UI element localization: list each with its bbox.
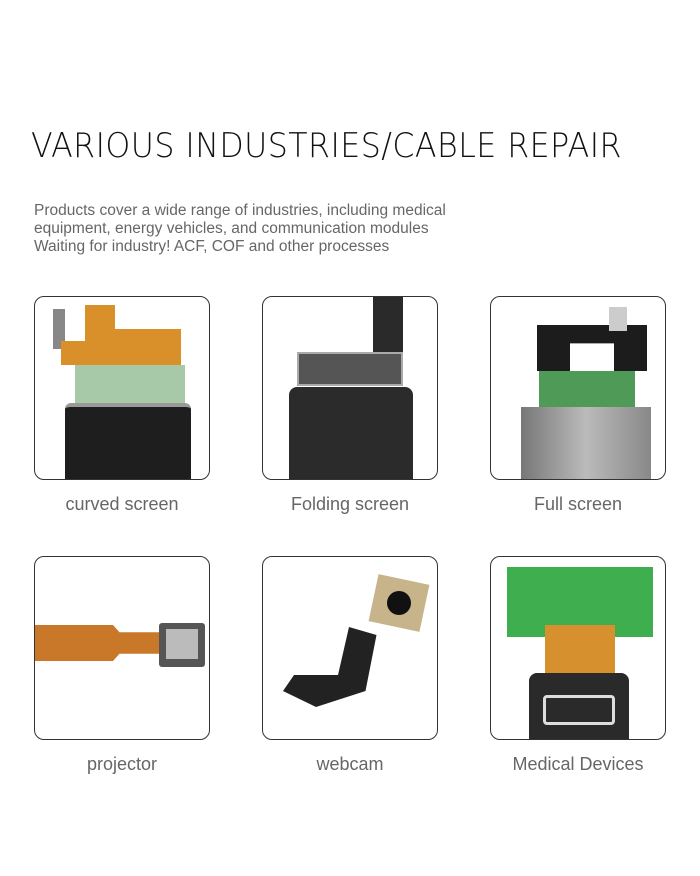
- full-screen-label: Full screen: [533, 494, 623, 514]
- full-screen-image: [490, 296, 666, 480]
- medical-devices-label: Medical Devices: [512, 754, 644, 774]
- description-line: equipment, energy vehicles, and communic…: [34, 220, 429, 237]
- description: Products cover a wide range of industrie…: [34, 202, 446, 256]
- description-line: Waiting for industry! ACF, COF and other…: [34, 238, 390, 255]
- medical-devices-image: [490, 556, 666, 740]
- projector-image: [34, 556, 210, 740]
- curved-screen-image: [34, 296, 210, 480]
- webcam-image: [262, 556, 438, 740]
- folding-screen-label: Folding screen: [290, 494, 410, 514]
- projector-label: projector: [86, 754, 158, 774]
- webcam-label: webcam: [316, 754, 384, 774]
- curved-screen-label: curved screen: [65, 494, 179, 514]
- page-title: VARIOUS INDUSTRIES/CABLE REPAIR: [31, 126, 622, 166]
- description-line: Products cover a wide range of industrie…: [34, 202, 446, 219]
- folding-screen-image: [262, 296, 438, 480]
